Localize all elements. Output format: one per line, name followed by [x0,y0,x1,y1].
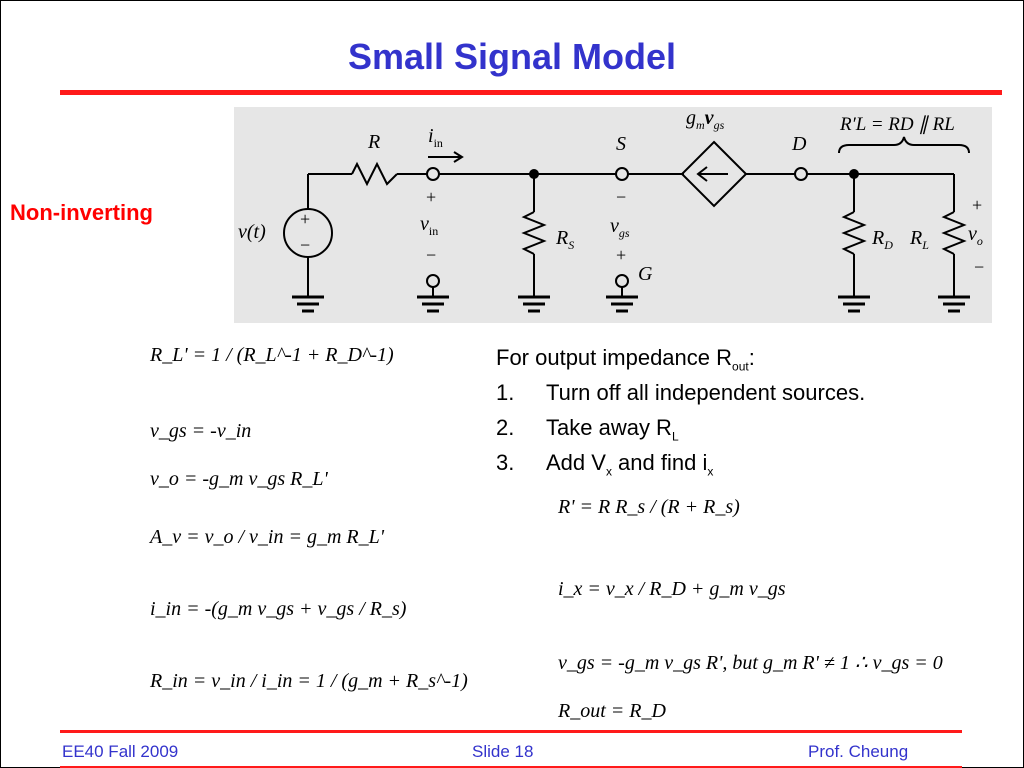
step-3: 3.Add Vx and find ix [496,450,714,479]
source-minus: − [300,235,311,255]
label-vgs: vgs [610,215,630,240]
footer-divider [60,730,962,733]
circuit-svg [283,136,970,313]
label-S: S [616,133,626,155]
label-rl-prime-eq: R′L = RD ∥ RL [840,114,955,135]
eq-rout: R_out = R_D [558,700,666,722]
label-vt: v(t) [238,221,266,243]
vgs-minus: − [616,187,627,207]
label-vin: vin [420,213,439,238]
label-G: G [638,263,653,285]
vin-plus: + [426,187,437,207]
label-R: R [368,131,381,153]
footer-author: Prof. Cheung [808,742,909,761]
eq-iin: i_in = -(g_m v_gs + v_gs / R_s) [150,598,407,620]
vo-minus: − [974,257,985,277]
label-RS: RS [556,227,575,252]
label-gmvgs: gmvgs [686,107,725,132]
eq-r-prime: R' = R R_s / (R + R_s) [558,496,740,518]
slide-title: Small Signal Model [347,36,677,77]
eq-vgs: v_gs = -v_in [150,420,252,442]
step-2: 2.Take away RL [496,415,679,444]
eq-rl-prime: R_L' = 1 / (R_L^-1 + R_D^-1) [150,344,394,366]
output-impedance-list: For output impedance Rout: 1.Turn off al… [496,340,865,480]
side-label: Non-inverting [10,200,153,225]
vgs-plus: + [616,245,627,265]
circuit-diagram: R iin S gmvgs D R′L = RD ∥ RL + − v(t) +… [234,107,992,323]
label-RL: RL [910,227,929,252]
eq-vgs-zero: v_gs = -g_m v_gs R', but g_m R' ≠ 1 ∴ v_… [558,652,943,674]
label-vo: vo [968,223,983,248]
footer-slide-number: Slide 18 [472,742,534,761]
source-plus: + [300,209,311,229]
title-divider [60,90,1002,95]
step-1: 1.Turn off all independent sources. [496,380,866,405]
vo-plus: + [972,195,983,215]
eq-rin: R_in = v_in / i_in = 1 / (g_m + R_s^-1) [150,670,468,692]
vin-minus: − [426,245,437,265]
label-iin: iin [428,125,443,150]
footer-bottom-rule [60,766,962,768]
footer-course: EE40 Fall 2009 [62,742,179,761]
label-D: D [792,133,807,155]
eq-ix: i_x = v_x / R_D + g_m v_gs [558,578,786,600]
label-RD: RD [872,227,893,252]
output-impedance-heading: For output impedance Rout: [496,345,755,374]
eq-av: A_v = v_o / v_in = g_m R_L' [150,526,385,548]
eq-vo: v_o = -g_m v_gs R_L' [150,468,328,490]
